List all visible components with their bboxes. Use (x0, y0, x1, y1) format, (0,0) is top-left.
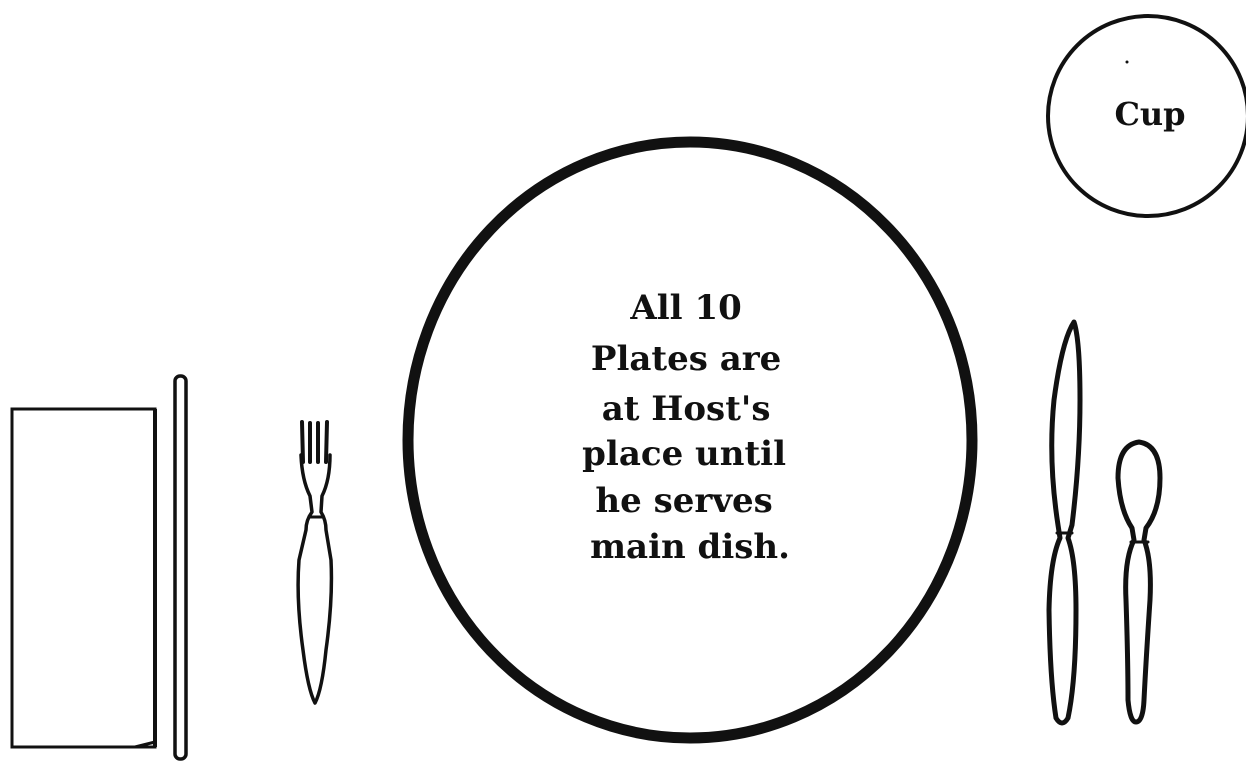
plate-note-line: All 10 (629, 288, 741, 328)
plate-note-line: he serves (595, 481, 772, 521)
fork (298, 422, 331, 703)
napkin (12, 409, 155, 747)
plate-note-line: place until (582, 434, 786, 474)
knife (1049, 322, 1080, 723)
utensil-stick (175, 376, 186, 759)
plate-note-line: main dish. (590, 527, 790, 567)
plate-note: All 10 Plates are at Host's place until … (582, 288, 798, 567)
plate-note-line: Plates are (591, 339, 781, 379)
cup-label: Cup (1114, 95, 1185, 133)
plate-note-line: at Host's (602, 389, 771, 429)
spoon (1118, 442, 1160, 722)
